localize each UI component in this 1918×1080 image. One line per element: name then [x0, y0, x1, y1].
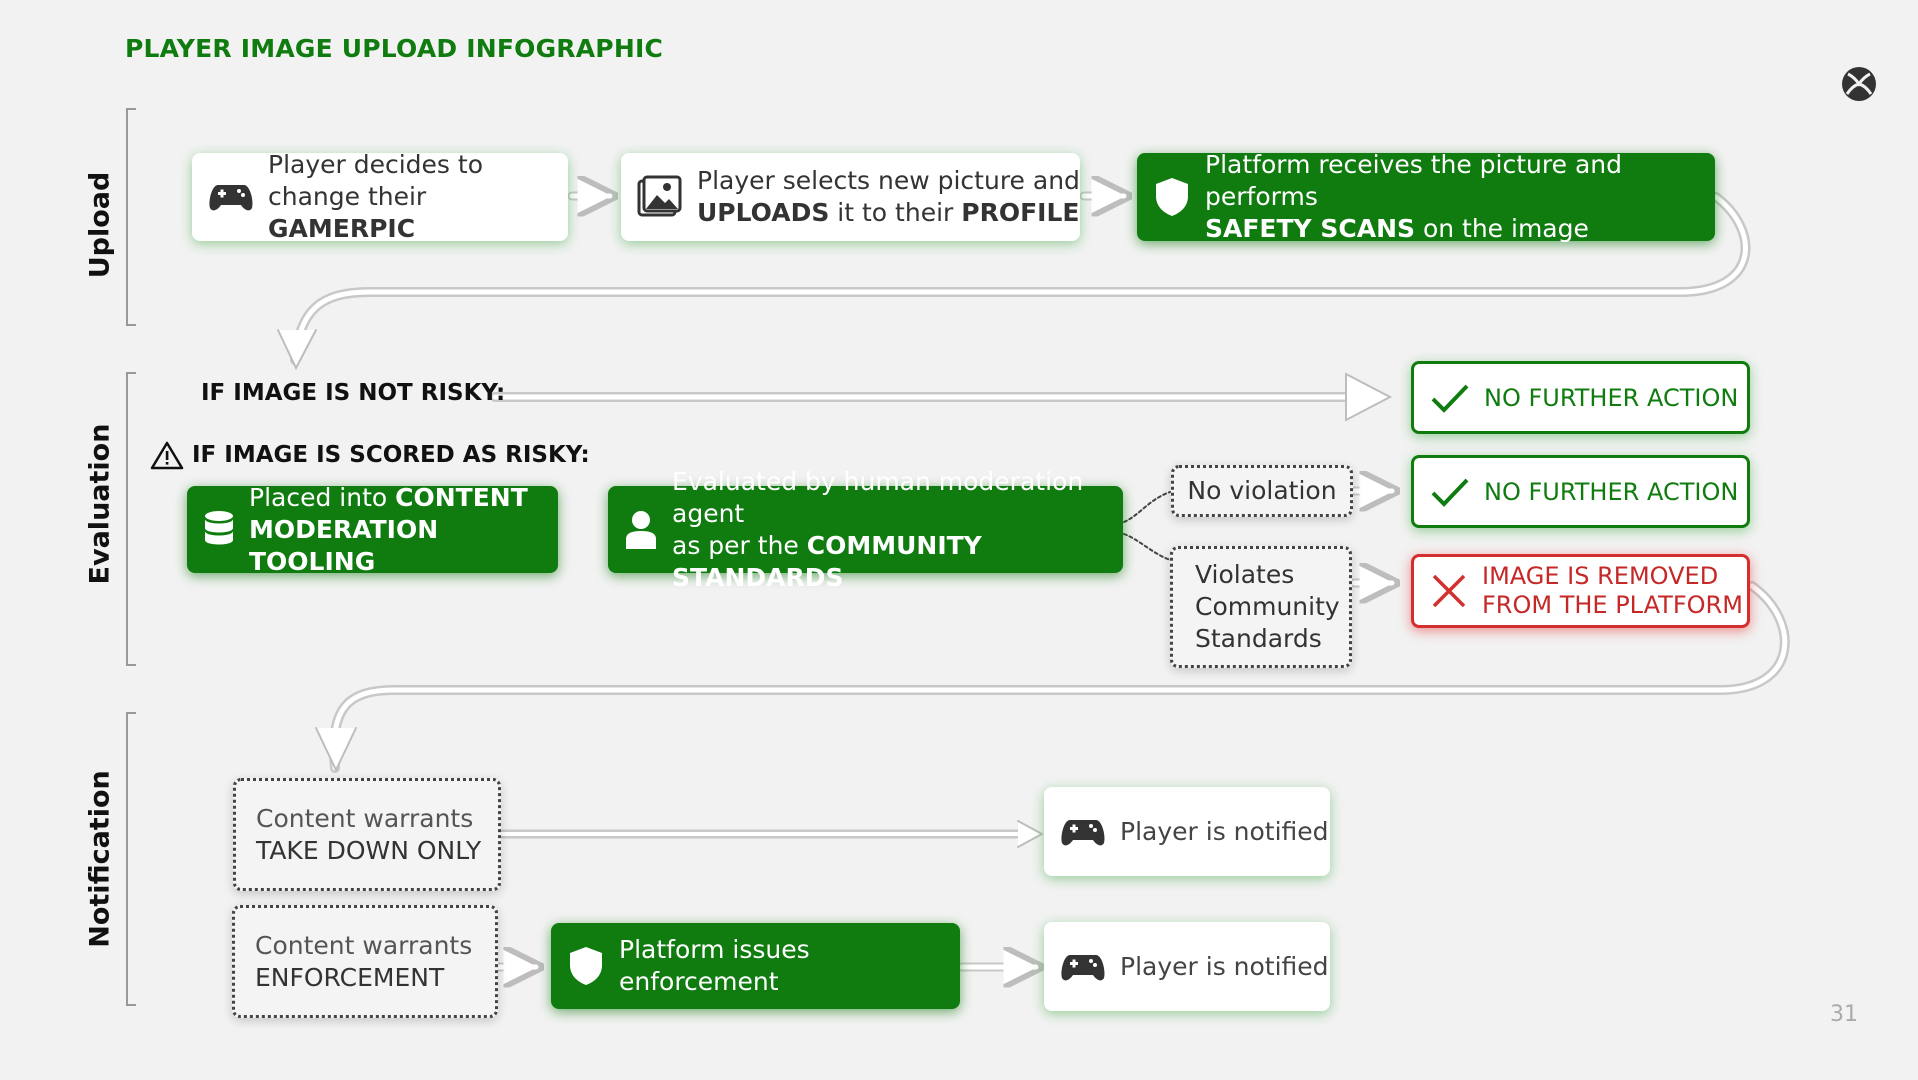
human-moderation: Evaluated by human moderation agent as p… [608, 467, 1123, 592]
warning-icon [150, 441, 184, 470]
step-upload-line1: Player selects new picture and [697, 166, 1080, 195]
section-label-notification: Notification [84, 770, 116, 948]
step-safety-line1: Platform receives the picture and perfor… [1205, 150, 1622, 211]
person-icon [624, 509, 658, 551]
page-number: 31 [1830, 1002, 1858, 1027]
removed-line1: IMAGE IS REMOVED [1482, 562, 1719, 590]
upload-bracket [126, 108, 136, 326]
step-upload-picture: Player selects new picture and UPLOADS i… [621, 153, 1080, 241]
section-label-upload: Upload [84, 171, 116, 279]
no-further-action-1-label: NO FURTHER ACTION [1484, 383, 1739, 412]
takedown-line1: Content warrants [256, 803, 474, 833]
tooling-line1: Placed into [249, 482, 396, 512]
tooling-bold1: CONTENT [395, 482, 528, 512]
gamepad-icon [208, 181, 254, 213]
not-risky-label: IF IMAGE IS NOT RISKY: [201, 380, 506, 406]
no-violation-label: No violation [1187, 476, 1337, 505]
removed-line2: FROM THE PLATFORM [1482, 591, 1743, 619]
risky-label-text: IF IMAGE IS SCORED AS RISKY: [192, 442, 590, 468]
enforcement-bold: ENFORCEMENT [255, 962, 445, 992]
platform-issues-enforcement: Platform issues enforcement [551, 923, 960, 1009]
no-further-action-2: NO FURTHER ACTION [1411, 455, 1750, 528]
image-removed: IMAGE IS REMOVED FROM THE PLATFORM [1411, 554, 1750, 628]
platform-enforcement-label: Platform issues enforcement [619, 935, 810, 996]
takedown-only-box: Content warrants TAKE DOWN ONLY [233, 778, 501, 891]
xbox-logo-icon [1842, 67, 1876, 101]
takedown-bold: TAKE DOWN ONLY [256, 835, 482, 865]
violates-line1: Violates [1195, 560, 1295, 589]
player-notified-2: Player is notified [1044, 922, 1330, 1011]
step-safety-bold: SAFETY SCANS [1205, 214, 1415, 243]
notified-2-label: Player is notified [1120, 951, 1329, 981]
step-decide-line1: Player decides to [268, 150, 484, 179]
human-line1: Evaluated by human moderation agent [672, 466, 1084, 528]
risky-label: IF IMAGE IS SCORED AS RISKY: [150, 440, 590, 470]
shield-icon [567, 945, 605, 987]
dotted-to-no-violation [1123, 491, 1171, 523]
step-decide-bold: GAMERPIC [268, 214, 416, 243]
enforcement-box: Content warrants ENFORCEMENT [232, 905, 498, 1018]
checkmark-icon [1430, 476, 1470, 508]
dotted-to-violates [1123, 533, 1171, 561]
evaluation-bracket [126, 372, 136, 666]
violates-line3: Standards [1195, 624, 1322, 653]
human-bold: COMMUNITY STANDARDS [672, 530, 982, 592]
shield-icon [1153, 176, 1191, 218]
step-decide-gamerpic: Player decides to change their GAMERPIC [192, 150, 568, 243]
content-moderation-tooling: Placed into CONTENT MODERATION TOOLING [187, 482, 558, 576]
violates-line2: Community [1195, 592, 1340, 621]
no-further-action-2-label: NO FURTHER ACTION [1484, 477, 1739, 506]
no-further-action-1: NO FURTHER ACTION [1411, 361, 1750, 434]
enforcement-line1: Content warrants [255, 930, 473, 960]
page-title: PLAYER IMAGE UPLOAD INFOGRAPHIC [125, 34, 663, 63]
human-line2: as per the [672, 530, 807, 560]
section-label-evaluation: Evaluation [84, 423, 116, 585]
no-violation-box: No violation [1171, 465, 1353, 517]
image-icon [637, 175, 683, 219]
database-icon [203, 509, 235, 551]
player-notified-1: Player is notified [1044, 787, 1330, 876]
step-safety-post: on the image [1415, 214, 1589, 243]
step-decide-line2: change their [268, 182, 427, 211]
gamepad-icon [1060, 816, 1106, 848]
x-icon [1430, 572, 1468, 610]
tooling-bold2: MODERATION TOOLING [249, 514, 439, 576]
step-upload-bold1: UPLOADS [697, 198, 830, 227]
violates-standards-box: Violates Community Standards [1170, 546, 1352, 668]
step-upload-bold2: PROFILE [961, 198, 1080, 227]
gamepad-icon [1060, 951, 1106, 983]
step-upload-mid: it to their [829, 198, 962, 227]
notification-bracket [126, 712, 136, 1006]
notified-1-label: Player is notified [1120, 816, 1329, 846]
step-safety-scans: Platform receives the picture and perfor… [1137, 150, 1715, 243]
checkmark-icon [1430, 382, 1470, 414]
